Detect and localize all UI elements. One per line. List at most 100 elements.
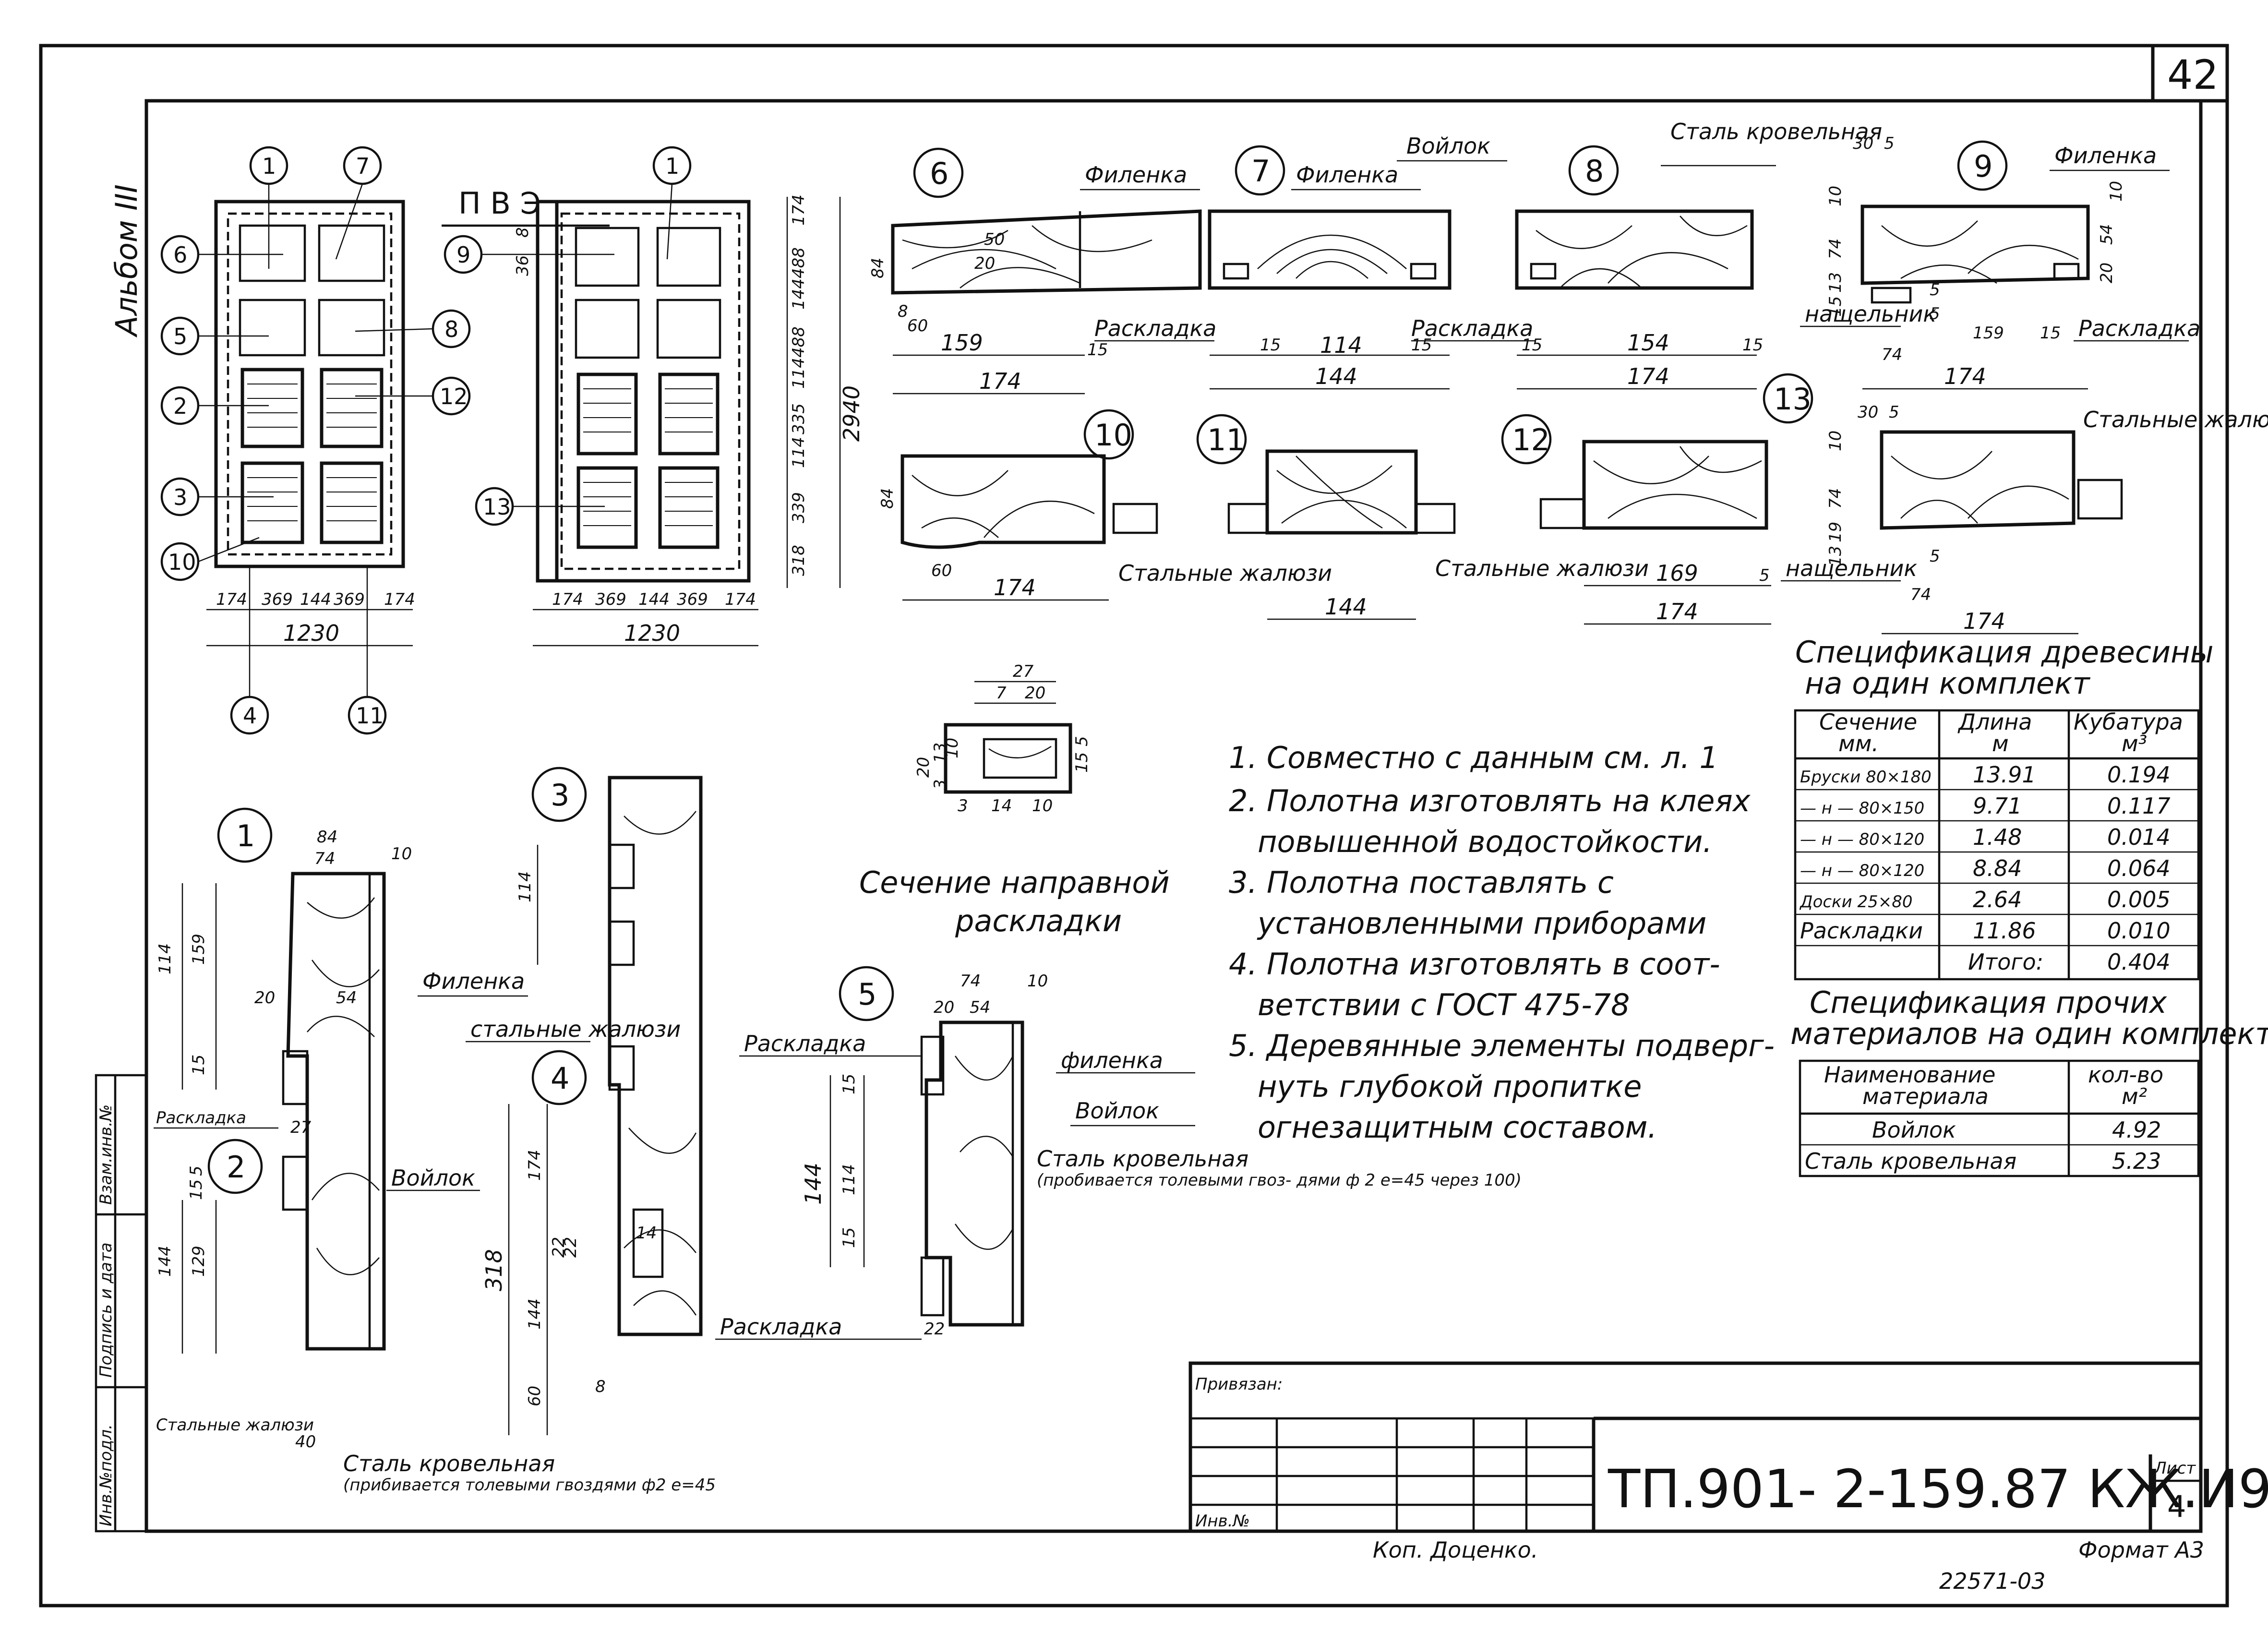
svg-text:материала: материала bbox=[1862, 1083, 1989, 1109]
inner-frame bbox=[144, 99, 2203, 1533]
svg-text:7: 7 bbox=[1251, 154, 1270, 189]
svg-text:Длина: Длина bbox=[1957, 709, 2032, 735]
svg-text:13: 13 bbox=[931, 743, 950, 763]
svg-text:Раскладка: Раскладка bbox=[1094, 315, 1216, 341]
copied-by: Коп. Доценко. bbox=[1373, 1537, 1538, 1563]
note-line-9: нуть глубокой пропитке bbox=[1258, 1069, 1642, 1104]
title-block: Привязан: Инв.№ ТП.901- 2-159.87 КЖ.И920… bbox=[1188, 1361, 2268, 1533]
svg-text:114: 114 bbox=[1320, 332, 1362, 358]
svg-text:10: 10 bbox=[391, 844, 412, 864]
section-9: 9 Филенка нащельник Раскладка 30 5 10 74… bbox=[1800, 134, 2200, 390]
svg-text:1230: 1230 bbox=[624, 620, 680, 646]
svg-text:14: 14 bbox=[636, 1224, 657, 1243]
svg-text:12: 12 bbox=[1512, 422, 1550, 457]
svg-text:20: 20 bbox=[2097, 263, 2116, 283]
note-line-6: 4. Полотна изготовлять в соот- bbox=[1229, 947, 1720, 982]
svg-text:10: 10 bbox=[168, 549, 196, 575]
svg-text:0.117: 0.117 bbox=[2107, 793, 2171, 819]
svg-text:30: 30 bbox=[1853, 134, 1873, 153]
svg-text:159: 159 bbox=[1973, 324, 2004, 343]
svg-text:114: 114 bbox=[789, 358, 808, 389]
svg-text:Наименование: Наименование bbox=[1824, 1062, 1995, 1088]
svg-text:174: 174 bbox=[1627, 363, 1669, 389]
svg-text:54: 54 bbox=[336, 988, 357, 1008]
svg-text:369: 369 bbox=[677, 590, 708, 609]
svg-text:Спецификация прочих: Спецификация прочих bbox=[1810, 985, 2167, 1020]
p1-dim-total: 1230 bbox=[283, 620, 339, 646]
svg-text:54: 54 bbox=[2097, 224, 2116, 245]
svg-text:4: 4 bbox=[243, 703, 257, 729]
svg-text:15: 15 bbox=[1742, 336, 1763, 355]
svg-text:9.71: 9.71 bbox=[1973, 793, 2022, 819]
svg-text:114: 114 bbox=[789, 437, 808, 468]
svg-text:0.010: 0.010 bbox=[2107, 918, 2171, 944]
svg-text:60: 60 bbox=[931, 561, 952, 580]
svg-text:м³: м³ bbox=[2122, 731, 2147, 756]
svg-text:Стальные жалюзи: Стальные жалюзи bbox=[1118, 560, 1332, 586]
svg-text:144: 144 bbox=[1325, 594, 1367, 620]
svg-text:10: 10 bbox=[1826, 186, 1845, 206]
svg-text:129: 129 bbox=[189, 1246, 208, 1277]
svg-text:19: 19 bbox=[1826, 522, 1845, 542]
section-7: 7 Филенка 15 114 15 144 bbox=[1208, 145, 1452, 390]
svg-text:15: 15 bbox=[187, 1179, 206, 1200]
svg-text:84: 84 bbox=[878, 488, 897, 509]
panel2-callouts: 1 9 13 bbox=[444, 146, 692, 526]
svg-text:11: 11 bbox=[1207, 422, 1245, 457]
svg-text:318: 318 bbox=[481, 1249, 507, 1291]
section-5: 5 74 10 20 54 15 144 114 15 22 Раскладка… bbox=[715, 966, 1522, 1340]
svg-text:5: 5 bbox=[1930, 547, 1940, 566]
svg-text:174: 174 bbox=[1656, 599, 1698, 624]
svg-text:стальные жалюзи: стальные жалюзи bbox=[470, 1016, 681, 1042]
svg-text:144: 144 bbox=[789, 278, 808, 310]
p1-dim-1: 369 bbox=[262, 590, 293, 609]
svg-text:144: 144 bbox=[1315, 363, 1357, 389]
svg-text:488: 488 bbox=[789, 247, 808, 278]
side-sign-label: Подпись и дата bbox=[96, 1242, 116, 1378]
svg-text:0.014: 0.014 bbox=[2107, 824, 2171, 850]
door-panel-pve: 174 488 144 488 114 335 114 339 318 2940… bbox=[513, 194, 864, 647]
section-12: 12 169 5 174 bbox=[1501, 414, 1771, 625]
svg-text:10: 10 bbox=[1032, 796, 1053, 816]
svg-text:15: 15 bbox=[1411, 336, 1432, 355]
svg-text:6: 6 bbox=[173, 242, 187, 268]
svg-text:Филенка: Филенка bbox=[422, 968, 525, 994]
svg-text:(пробивается толевыми гвоз- дя: (пробивается толевыми гвоз- дями ф 2 е=4… bbox=[1037, 1171, 1522, 1190]
section-8: 8 Войлок Сталь кровельная Раскладка 15 1… bbox=[1397, 119, 1882, 390]
svg-text:11: 11 bbox=[356, 703, 384, 729]
archive-number: 22571-03 bbox=[1939, 1568, 2045, 1594]
svg-text:114: 114 bbox=[516, 871, 535, 902]
svg-text:13: 13 bbox=[1774, 382, 1812, 417]
svg-text:13.91: 13.91 bbox=[1973, 762, 2036, 788]
svg-text:20: 20 bbox=[974, 254, 995, 273]
svg-text:50: 50 bbox=[984, 230, 1005, 249]
svg-text:7: 7 bbox=[356, 153, 370, 179]
svg-text:6: 6 bbox=[930, 156, 948, 191]
notes-block: 1. Совместно с данным см. л. 1 2. Полотн… bbox=[1229, 740, 1775, 1145]
svg-text:318: 318 bbox=[789, 545, 808, 576]
svg-text:174: 174 bbox=[789, 194, 808, 226]
svg-text:Филенка: Филенка bbox=[1085, 162, 1187, 188]
svg-text:174: 174 bbox=[552, 590, 583, 609]
svg-text:5: 5 bbox=[173, 324, 187, 349]
svg-text:Раскладки: Раскладки bbox=[1800, 918, 1923, 944]
svg-text:Стальные жалюзи: Стальные жалюзи bbox=[156, 1416, 314, 1435]
svg-text:74: 74 bbox=[1826, 239, 1845, 259]
svg-text:15: 15 bbox=[2040, 324, 2061, 343]
svg-text:5: 5 bbox=[187, 1165, 206, 1176]
svg-text:8: 8 bbox=[595, 1377, 606, 1396]
svg-text:144: 144 bbox=[156, 1246, 175, 1277]
svg-text:74: 74 bbox=[1882, 345, 1902, 364]
svg-text:3: 3 bbox=[958, 796, 968, 816]
svg-text:м: м bbox=[1992, 731, 2009, 756]
sheet-label: Лист bbox=[2153, 1459, 2196, 1478]
svg-text:Сечение: Сечение bbox=[1819, 709, 1917, 735]
note-line-4: 3. Полотна поставлять с bbox=[1229, 865, 1614, 900]
svg-text:Сталь кровельная: Сталь кровельная bbox=[343, 1451, 555, 1476]
svg-text:144: 144 bbox=[800, 1163, 826, 1205]
svg-text:2: 2 bbox=[227, 1150, 245, 1185]
svg-text:159: 159 bbox=[941, 330, 983, 356]
svg-text:54: 54 bbox=[970, 998, 990, 1017]
note-line-1: 1. Совместно с данным см. л. 1 bbox=[1229, 740, 1718, 775]
svg-text:114: 114 bbox=[156, 943, 175, 974]
